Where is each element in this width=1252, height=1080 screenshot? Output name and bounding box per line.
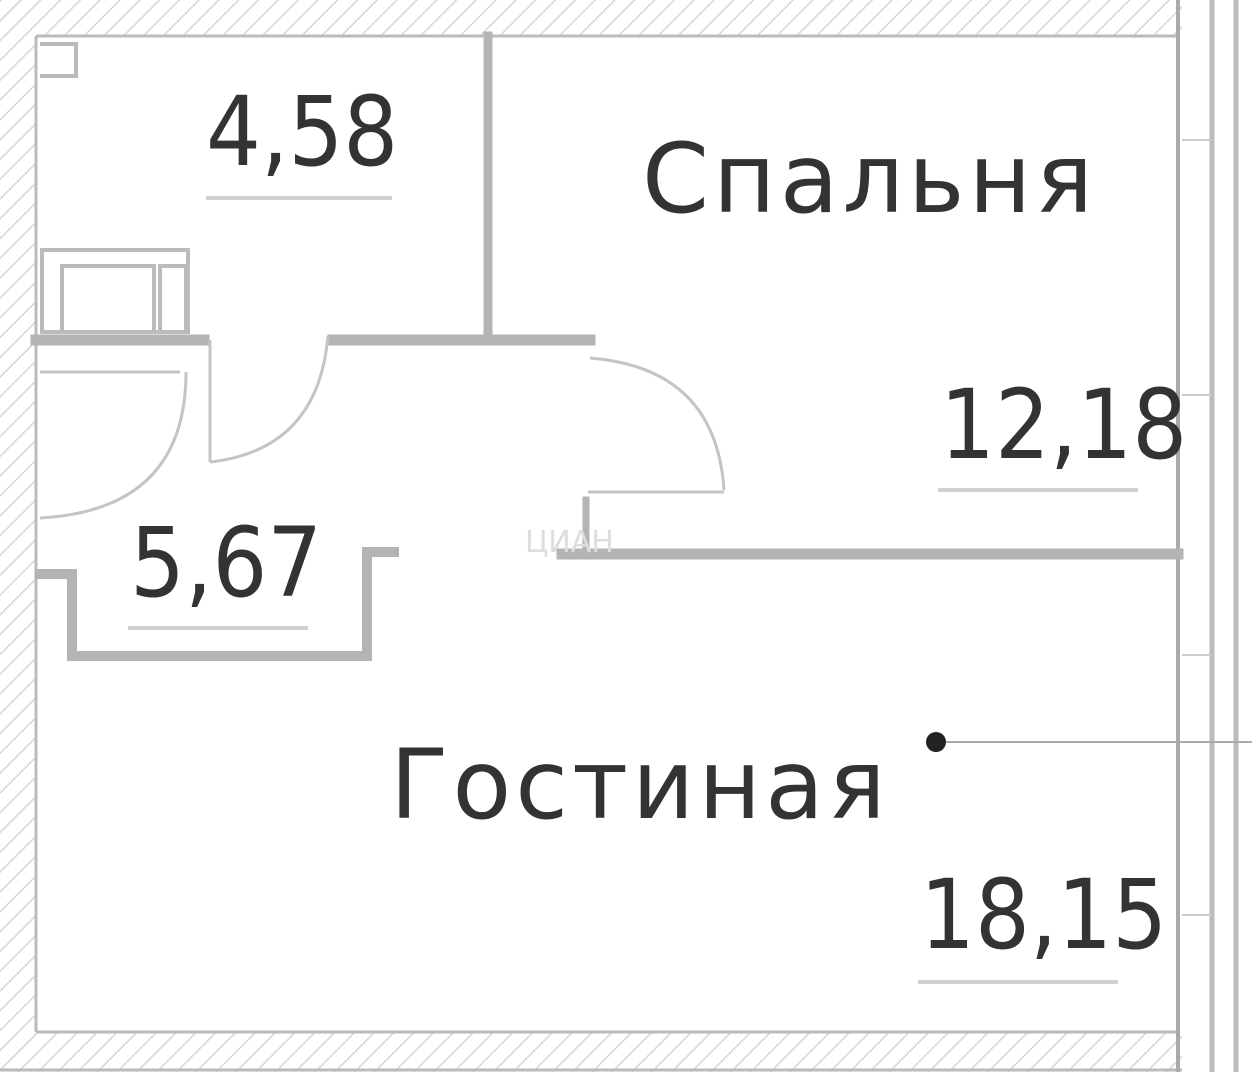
bedroom-door-arc [589, 356, 726, 491]
room-bedroom: Спальня 12,18 [642, 123, 1187, 492]
storage-door-arc [209, 335, 330, 464]
room-storage: 4,58 [206, 76, 398, 200]
room-hall: 5,67 [128, 507, 322, 630]
top-wall [0, 0, 1182, 36]
hall-area: 5,67 [130, 507, 322, 619]
interior-walls [30, 31, 1184, 661]
room-living: Гостиная 18,15 [390, 729, 1167, 984]
bedroom-name: Спальня [642, 123, 1097, 235]
outer-walls [0, 0, 1182, 1072]
cabinet [40, 42, 190, 334]
storage-area: 4,58 [206, 76, 398, 188]
watermark-text: ЦИАН [525, 525, 614, 560]
window-wall [1176, 0, 1239, 1072]
door-swings [39, 335, 726, 520]
bathroom-door-arc [39, 371, 188, 520]
living-area: 18,15 [920, 859, 1167, 971]
bottom-wall [0, 1032, 1182, 1072]
living-name: Гостиная [390, 729, 890, 841]
left-wall [0, 0, 36, 1072]
bedroom-area: 12,18 [940, 369, 1187, 481]
sensor-marker [926, 732, 1252, 752]
